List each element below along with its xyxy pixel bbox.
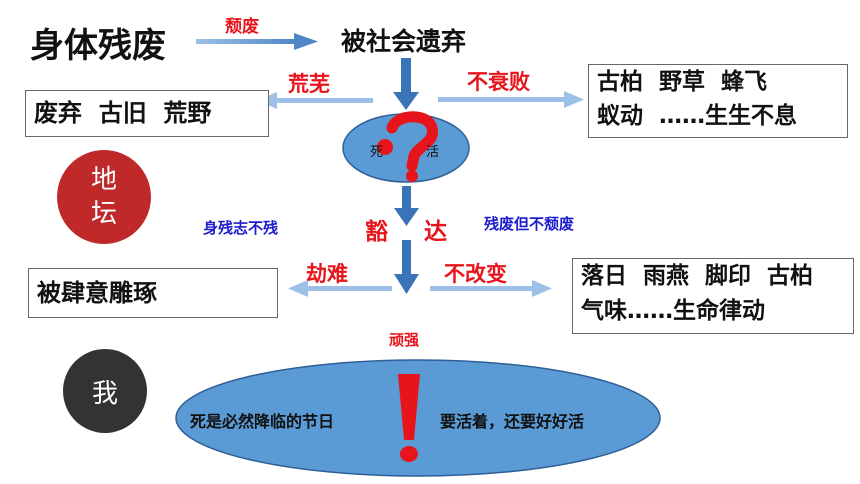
label-unchanged: 不改变: [444, 262, 507, 286]
circle-wo: 我: [63, 349, 147, 433]
label-huo: 豁: [365, 219, 388, 245]
label-spirit-intact: 身残志不残: [203, 219, 279, 237]
box-life-rhythm-line1: 落日 雨燕 脚印 古柏: [581, 263, 814, 289]
box-vitality-line2: 蚁动 ……生生不息: [597, 103, 798, 129]
label-calamity: 劫难: [306, 262, 348, 286]
box-carved-text: 被肆意雕琢: [37, 279, 157, 307]
arrow-lower-right: [430, 280, 552, 297]
label-not-decayed: 不衰败: [467, 70, 530, 94]
arrow-down-1: [393, 58, 419, 110]
box-abandoned-old: 废弃 古旧 荒野: [25, 90, 269, 137]
circle-ditan-text: 地坛: [90, 165, 117, 229]
label-tenacious: 顽强: [389, 331, 420, 349]
label-decadence: 颓废: [225, 17, 259, 37]
text-live-well: 要活着，还要好好活: [440, 412, 585, 431]
label-life: 活: [426, 145, 440, 160]
box-vitality-line1: 古柏 野草 蜂飞: [597, 69, 768, 95]
arrow-upper-right: [438, 91, 584, 108]
circle-ditan: 地坛: [57, 150, 151, 244]
question-mark-icon: [377, 111, 439, 182]
label-desolate: 荒芜: [288, 72, 330, 96]
life-death-ellipse: [342, 113, 470, 183]
label-death: 死: [370, 145, 384, 160]
label-abandoned: 被社会遗弃: [341, 27, 467, 56]
circle-wo-text: 我: [91, 378, 118, 409]
label-not-decadent: 残废但不颓废: [484, 215, 575, 233]
title-disability: 身体残废: [30, 26, 166, 66]
box-vitality: 古柏 野草 蜂飞 蚁动 ……生生不息: [588, 64, 848, 138]
box-life-rhythm: 落日 雨燕 脚印 古柏 气味……生命律动: [572, 258, 854, 334]
arrow-down-3: [394, 240, 419, 294]
arrow-top-right: [196, 33, 318, 50]
bottom-ellipse: [175, 359, 661, 477]
box-life-rhythm-line2: 气味……生命律动: [581, 298, 765, 324]
exclamation-mark-icon: [398, 374, 420, 462]
arrow-lower-left: [288, 280, 392, 297]
label-da: 达: [424, 219, 447, 245]
arrow-down-2: [394, 186, 419, 226]
box-carved: 被肆意雕琢: [28, 268, 278, 318]
text-death-festival: 死是必然降临的节日: [190, 412, 335, 431]
box-abandoned-old-text: 废弃 古旧 荒野: [34, 99, 212, 127]
